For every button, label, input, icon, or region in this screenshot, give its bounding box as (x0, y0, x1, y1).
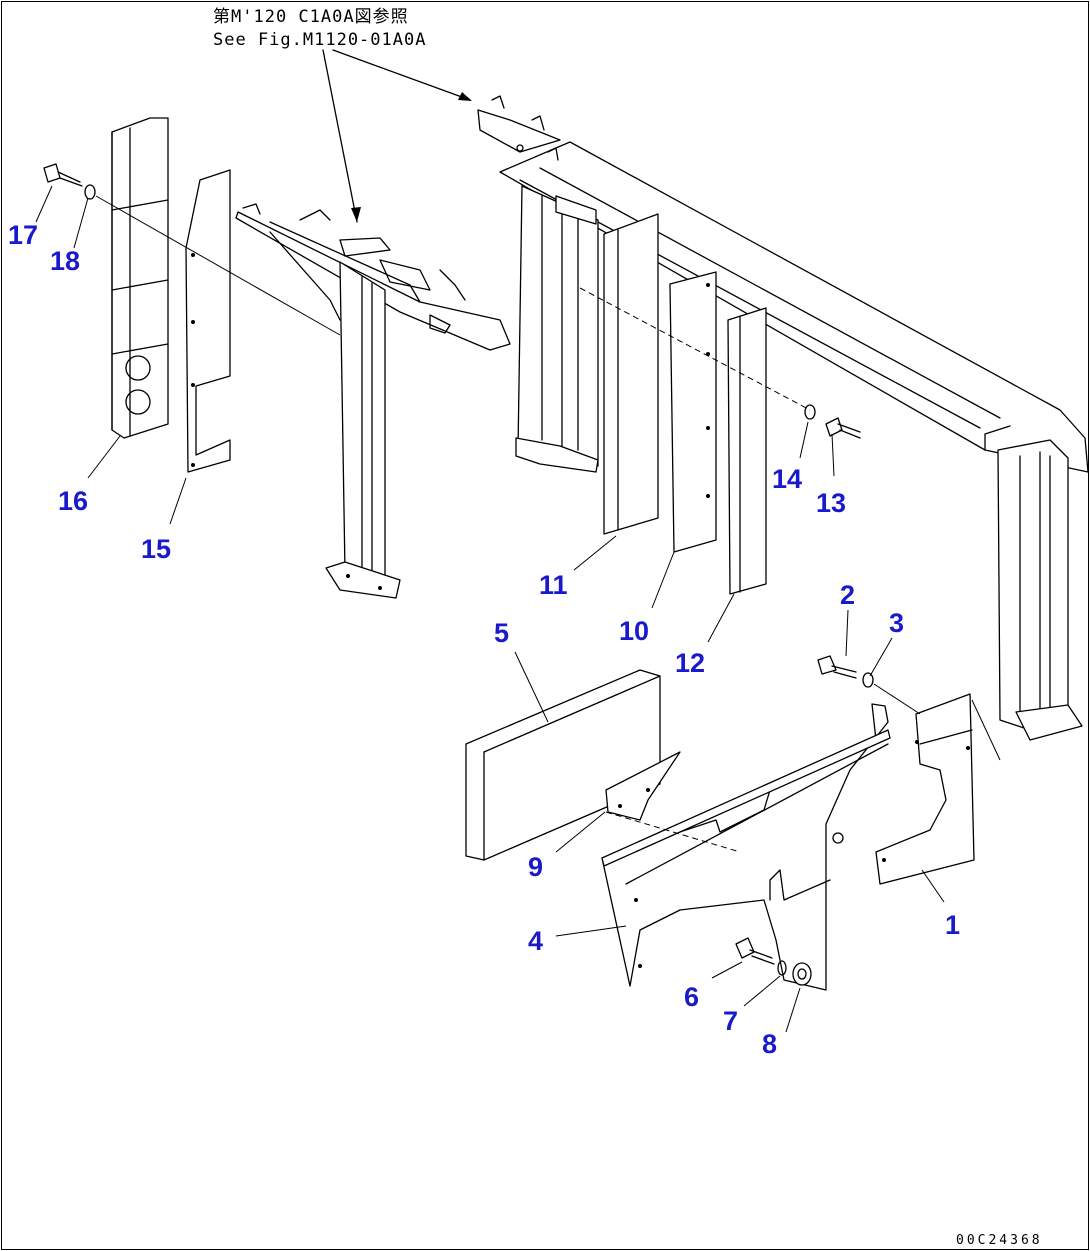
part-1-side-cover (875, 693, 1001, 885)
part-11-block (603, 213, 659, 535)
leader-lines (35, 185, 945, 1033)
callout-17: 17 (8, 220, 38, 250)
callout-9: 9 (528, 852, 543, 882)
part-4-cover (601, 703, 891, 991)
callout-1: 1 (945, 910, 960, 940)
callout-15: 15 (141, 534, 171, 564)
bolt-2-washer-3 (817, 655, 921, 715)
part-16-block (111, 117, 169, 439)
callout-5: 5 (494, 618, 509, 648)
bolt-13-washer-14 (804, 404, 861, 439)
callout-10: 10 (619, 616, 649, 646)
callout-numbers: 1 2 3 4 5 6 7 8 9 10 11 12 13 14 15 16 1… (8, 220, 960, 1059)
part-10-plate (669, 271, 717, 553)
callout-11: 11 (539, 570, 568, 600)
callout-18: 18 (50, 246, 80, 276)
callout-3: 3 (889, 608, 904, 638)
callout-6: 6 (684, 982, 699, 1012)
reference-note-jp: 第M'120 C1A0A図参照 (213, 7, 409, 27)
part-9-gasket (605, 751, 681, 821)
reference-arrows (322, 49, 472, 223)
bolt-17-washer-18 (43, 163, 341, 336)
callout-12: 12 (675, 648, 705, 678)
part-15-plate (185, 169, 231, 473)
callout-8: 8 (762, 1029, 777, 1059)
drawing-code: 00C24368 (956, 1233, 1043, 1248)
callout-7: 7 (723, 1006, 738, 1036)
callout-2: 2 (840, 580, 855, 610)
callout-4: 4 (528, 926, 543, 956)
callout-13: 13 (816, 488, 846, 518)
bolt-6-washers-7-8 (735, 937, 812, 986)
callout-16: 16 (58, 486, 88, 516)
part-12-block (727, 307, 767, 595)
part-5-panel (465, 669, 661, 861)
right-frame (477, 95, 1089, 741)
callout-14: 14 (772, 464, 802, 494)
reference-note-en: See Fig.M1120-01A0A (213, 30, 426, 50)
assembly-axis (579, 287, 811, 411)
left-stand (235, 203, 511, 599)
